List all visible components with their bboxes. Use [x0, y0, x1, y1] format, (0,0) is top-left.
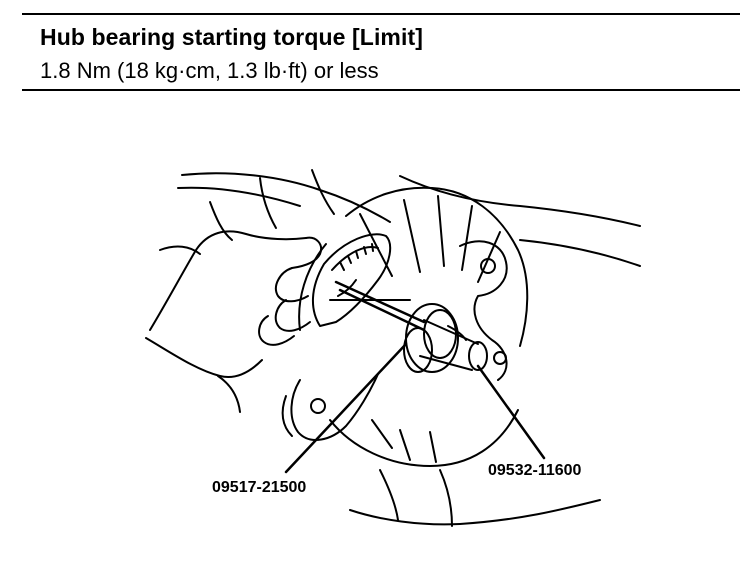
disc-plate [298, 186, 529, 467]
spec-title: Hub bearing starting torque [Limit] [40, 24, 423, 50]
bottom-rule [22, 89, 740, 91]
torque-gauge [311, 233, 426, 332]
top-rule [22, 13, 740, 15]
part-number-callout-right: 09532-11600 [488, 462, 582, 479]
knuckle [281, 240, 508, 441]
part-number-callout-left: 09517-21500 [212, 479, 307, 496]
spec-value: 1.8 Nm (18 kg·cm, 1.3 lb·ft) or less [40, 58, 379, 83]
hand [145, 230, 322, 413]
callout-leaders [284, 342, 546, 474]
